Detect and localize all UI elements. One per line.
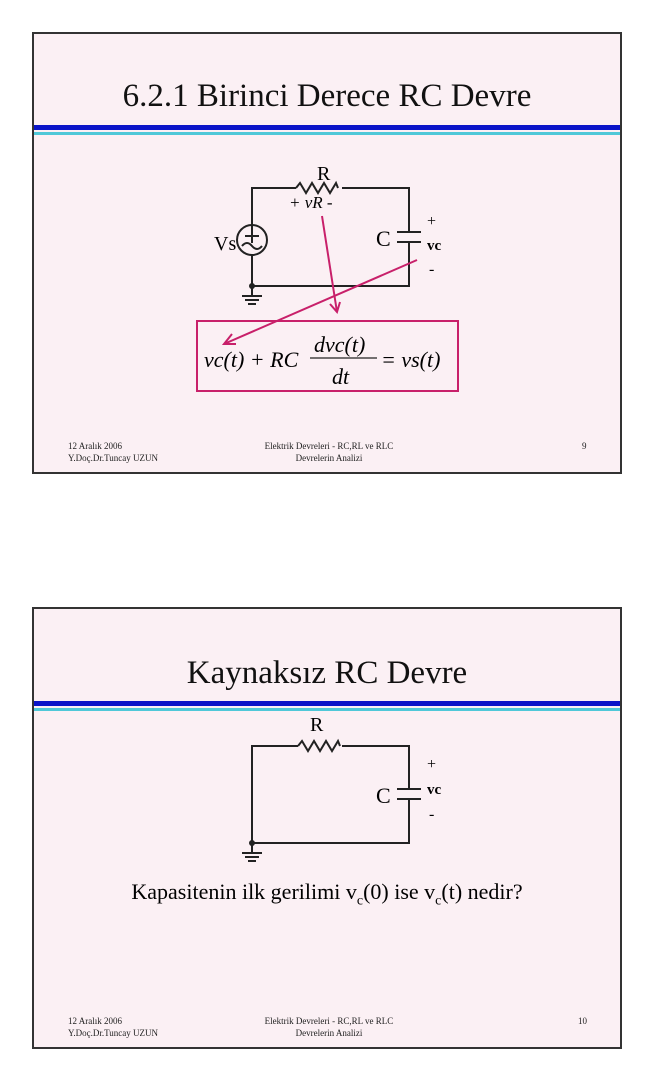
page-number: 9 bbox=[582, 441, 587, 451]
resistor-label: R bbox=[310, 714, 324, 736]
minus-sign: - bbox=[429, 806, 434, 823]
capacitor-label: C bbox=[376, 783, 391, 808]
slide-title: Kaynaksız RC Devre bbox=[186, 655, 468, 691]
vr-label: + vR - bbox=[289, 193, 333, 212]
plus-sign: + bbox=[427, 213, 436, 230]
title-divider-cyan bbox=[34, 708, 620, 711]
resistor-icon bbox=[295, 180, 339, 195]
equation: vc(t) + RC dvc(t) dt = vs(t) bbox=[204, 332, 440, 389]
equation-box bbox=[196, 320, 459, 392]
arrows bbox=[221, 215, 418, 345]
resistor-label: R bbox=[317, 163, 331, 185]
rc-circuit-diagram: R C + vc - bbox=[242, 714, 442, 862]
title-divider-blue bbox=[34, 125, 620, 130]
ground-icon bbox=[242, 286, 262, 305]
svg-text:dt: dt bbox=[332, 364, 350, 389]
voltage-source-icon bbox=[236, 224, 268, 256]
slide-10: Kaynaksız RC Devre R C + vc - Kapasiteni… bbox=[32, 607, 622, 1049]
minus-sign: - bbox=[429, 261, 434, 278]
page-number: 10 bbox=[578, 1016, 587, 1026]
resistor-icon bbox=[297, 738, 341, 753]
title-divider-cyan bbox=[34, 132, 620, 135]
source-label: Vs bbox=[214, 233, 236, 255]
ground-icon bbox=[242, 843, 262, 862]
rc-circuit-diagram: R + vR - Vs C + vc - vc(t) + RC dvc(t) d… bbox=[196, 163, 459, 392]
question-text: Kapasitenin ilk gerilimi vc(0) ise vc(t)… bbox=[131, 879, 523, 909]
vc-label: vc bbox=[427, 782, 442, 798]
slide-title: 6.2.1 Birinci Derece RC Devre bbox=[122, 78, 532, 114]
capacitor-label: C bbox=[376, 226, 391, 251]
svg-text:vc(t) + RC: vc(t) + RC bbox=[204, 347, 299, 372]
capacitor-icon bbox=[397, 231, 421, 243]
vc-label: vc bbox=[427, 238, 442, 254]
plus-sign: + bbox=[427, 756, 436, 773]
svg-text:dvc(t): dvc(t) bbox=[314, 332, 365, 357]
svg-text:= vs(t): = vs(t) bbox=[381, 347, 440, 372]
title-divider-blue bbox=[34, 701, 620, 706]
capacitor-icon bbox=[397, 788, 421, 800]
slide-9: 6.2.1 Birinci Derece RC Devre R + vR - V… bbox=[32, 32, 622, 474]
